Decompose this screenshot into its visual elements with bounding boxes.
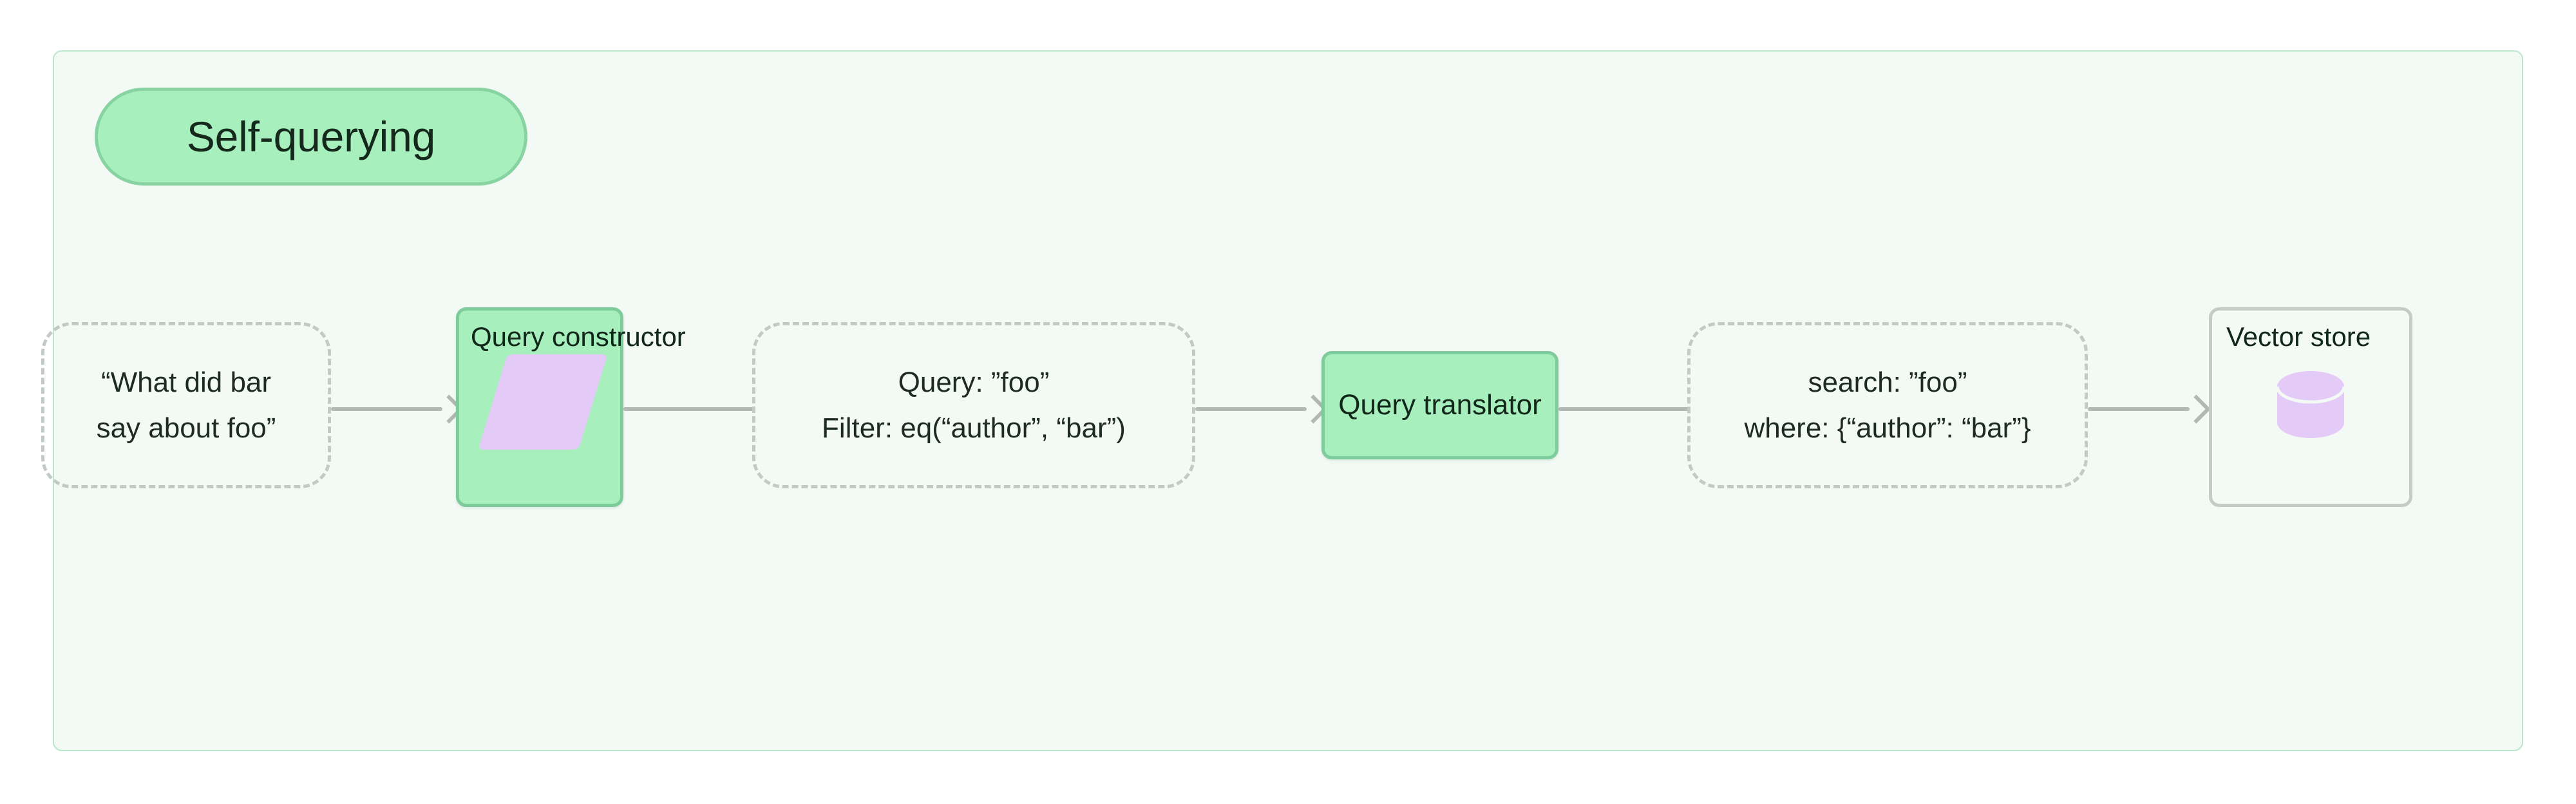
node-translated-query[interactable]: search: ”foo” where: {“author”: “bar”} — [1687, 322, 2088, 488]
connector-shaft — [1195, 407, 1307, 411]
database-cylinder-icon — [2275, 371, 2346, 438]
node-query-constructor[interactable]: Query constructor — [456, 307, 686, 507]
node-structured-query-line-1: Query: ”foo” — [898, 366, 1050, 398]
node-query-constructor-title: Query constructor — [471, 321, 686, 352]
node-translated-query-line-2: where: {“author”: “bar”} — [1744, 412, 2031, 444]
diagram-container: Self-querying “What did bar say about fo… — [41, 50, 2523, 751]
arrowhead-icon — [2181, 394, 2211, 424]
node-vector-store[interactable]: Vector store — [2209, 307, 2412, 507]
node-query-translator[interactable]: Query translator — [1321, 351, 1558, 459]
diagram-title-label: Self-querying — [186, 113, 436, 160]
node-user-question-line-1: “What did bar — [100, 366, 272, 398]
connector-translated-query-to-store — [2088, 394, 2211, 424]
diagram-title-badge: Self-querying — [95, 88, 527, 186]
connector-question-to-constructor — [331, 394, 464, 424]
connector-shaft — [331, 407, 442, 411]
connector-structured-query-to-translator — [1195, 394, 1328, 424]
node-user-question[interactable]: “What did bar say about foo” — [41, 322, 331, 488]
connector-translator-to-translated-query — [1558, 396, 1690, 422]
connector-shaft — [623, 407, 755, 411]
node-user-question-line-2: say about foo” — [96, 412, 276, 444]
parallelogram-icon — [478, 354, 608, 450]
flow-row: “What did bar say about foo” Query const… — [41, 52, 2522, 750]
node-translated-query-line-1: search: ”foo” — [1808, 366, 1967, 398]
node-structured-query-line-2: Filter: eq(“author”, “bar”) — [822, 412, 1126, 444]
node-structured-query[interactable]: Query: ”foo” Filter: eq(“author”, “bar”) — [752, 322, 1195, 488]
connector-constructor-to-structured-query — [623, 396, 755, 422]
connector-shaft — [1558, 407, 1690, 411]
node-vector-store-title: Vector store — [2226, 321, 2371, 352]
connector-shaft — [2088, 407, 2190, 411]
node-query-translator-title: Query translator — [1338, 388, 1542, 421]
